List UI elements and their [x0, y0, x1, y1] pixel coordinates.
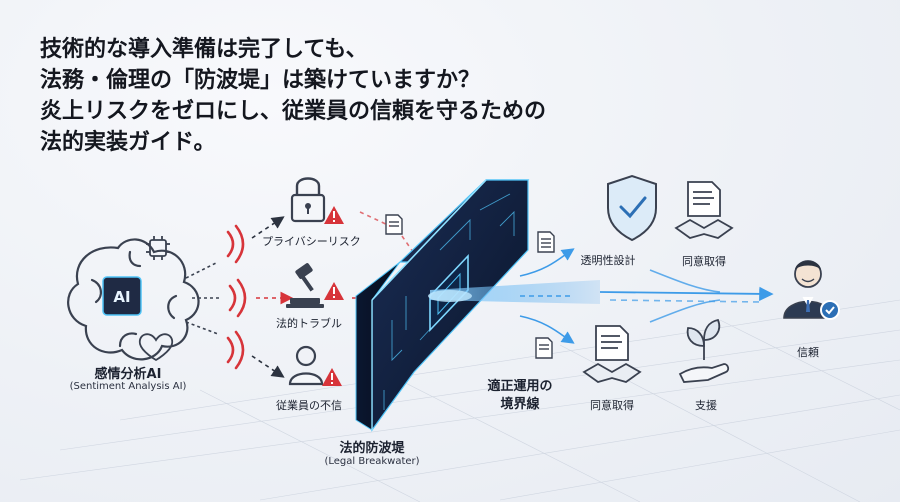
warning-icon-privacy — [324, 206, 344, 224]
headline-line-1: 技術的な導入準備は完了しても、 — [40, 37, 368, 62]
outcome-label-consent-top: 同意取得 — [682, 255, 726, 268]
source-sublabel: (Sentiment Analysis AI) — [69, 381, 187, 392]
headline-line-4: 法的実装ガイド。 — [40, 130, 216, 155]
boundary-label-line-2: 境界線 — [500, 397, 540, 412]
headline-line-3: 炎上リスクをゼロにし、従業員の信頼を守るための — [40, 99, 547, 124]
headline-line-2: 法務・倫理の「防波堤」は築けていますか？ — [40, 68, 481, 93]
risk-label-privacy: プライバシーリスク — [262, 235, 361, 248]
shield-check-icon — [607, 174, 657, 242]
brain-ai-icon — [67, 238, 200, 361]
signal-waves — [226, 224, 247, 370]
document-icon-upper — [385, 214, 403, 235]
risk-arrows — [251, 216, 294, 378]
gavel-icon — [286, 263, 324, 308]
outcome-label-consent-bottom: 同意取得 — [590, 399, 634, 412]
plant-hand-icon — [678, 318, 730, 383]
headline: 技術的な導入準備は完了しても、 法務・倫理の「防波堤」は築けていますか？ 炎上リ… — [40, 34, 680, 158]
source-label: 感情分析AI — [94, 367, 162, 382]
risk-label-distrust: 従業員の不信 — [276, 399, 342, 412]
breakwater-sublabel: (Legal Breakwater) — [324, 456, 420, 467]
outcome-label-transparency: 透明性設計 — [580, 254, 636, 267]
heart-icon — [138, 333, 174, 362]
legal-breakwater-wall — [355, 179, 530, 432]
outcome-label-support: 支援 — [695, 399, 717, 412]
chip-icon — [146, 236, 170, 260]
risk-label-legal: 法的トラブル — [276, 317, 342, 330]
trusted-person-icon — [783, 260, 840, 320]
breakwater-label: 法的防波堤 — [339, 441, 405, 456]
document-icon-right-lower — [535, 337, 553, 359]
warning-icon-legal — [324, 282, 344, 300]
grid-floor — [19, 299, 900, 502]
lock-icon — [290, 177, 326, 223]
worried-person-icon — [288, 345, 324, 386]
result-label: 信頼 — [797, 346, 819, 359]
warning-icon-distrust — [322, 368, 342, 386]
passing-beam — [428, 248, 774, 344]
handshake-document-icon-top — [674, 181, 734, 239]
ai-chip-text: AI — [113, 288, 130, 306]
document-icon-right-upper — [537, 231, 555, 253]
handshake-document-icon-bottom — [582, 325, 642, 383]
brain-connectors — [185, 261, 222, 335]
boundary-label-line-1: 適正運用の — [487, 379, 553, 394]
